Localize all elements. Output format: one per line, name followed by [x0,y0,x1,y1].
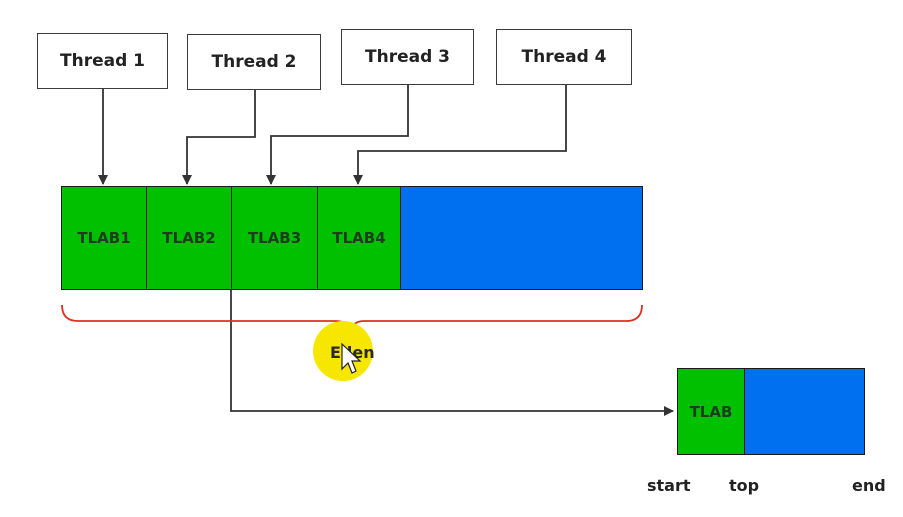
tlab-2-label: TLAB2 [162,229,216,247]
tlab-1-label: TLAB1 [77,229,131,247]
thread-1-box: Thread 1 [37,33,168,89]
tlab-4: TLAB4 [317,186,401,290]
end-label: end [852,476,886,495]
thread-2-box: Thread 2 [187,34,321,90]
detail-tlab: TLAB [677,368,745,455]
eden-label: Eden [330,343,375,362]
arrow-to-detail [230,290,674,416]
tlab-3-label: TLAB3 [247,229,302,247]
arrow-thread-3 [266,85,409,185]
detail-tlab-label: TLAB [689,402,733,421]
thread-4-box: Thread 4 [496,29,632,85]
mouse-pointer-icon [341,342,362,374]
thread-4-label: Thread 4 [521,47,607,67]
tlab-3: TLAB3 [231,186,318,290]
thread-1-label: Thread 1 [60,51,145,71]
thread-3-label: Thread 3 [365,47,450,67]
arrow-thread-4 [353,85,567,185]
start-label: start [647,476,691,495]
tlab-1: TLAB1 [61,186,147,290]
top-label: top [729,476,760,495]
arrow-thread-2 [182,90,256,185]
tlab-4-label: TLAB4 [332,229,386,247]
thread-3-box: Thread 3 [341,29,474,85]
detail-free-space [744,368,865,455]
eden-free-space [400,186,643,290]
thread-2-label: Thread 2 [211,52,297,72]
